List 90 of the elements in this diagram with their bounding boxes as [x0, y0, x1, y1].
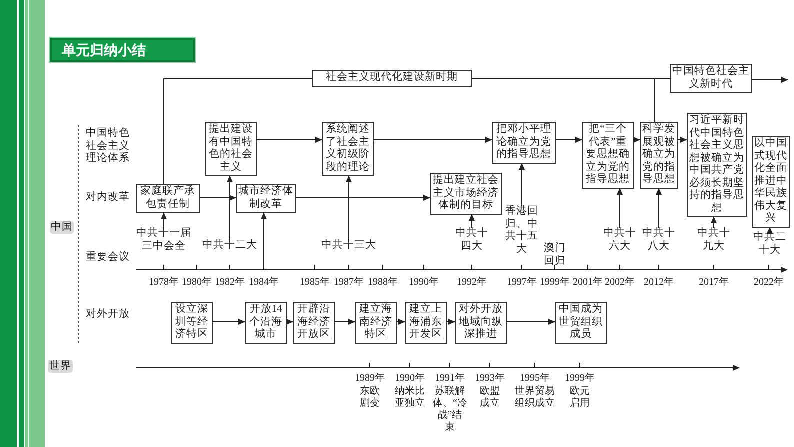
meeting-label: 中共十一届三中会全 [132, 228, 196, 253]
event-box: 建立上海浦东开发区 [405, 302, 447, 344]
year-label: 1990年 [394, 373, 426, 385]
year-label: 2017年 [698, 277, 730, 289]
event-box: 科学发展观被确立为党的指导思想 [640, 122, 678, 188]
event-box: 把“三个代表”重要思想确立为党的指导思想 [582, 122, 634, 188]
row-label: 中国特色社会主义理论体系 [86, 128, 131, 166]
arrow [346, 176, 352, 240]
arrow [256, 136, 322, 144]
meeting-label: 中共十九大 [695, 228, 733, 253]
event-box: 建立海南经济特区 [355, 302, 397, 344]
row-label: 对外开放 [86, 309, 131, 322]
meeting-label: 中共十六大 [601, 228, 639, 253]
event-box: 以中国式现代化全面推进中华民族伟大复兴 [752, 136, 790, 228]
arrow [506, 318, 556, 326]
arrow [468, 214, 476, 228]
arrow [226, 176, 234, 240]
event-label: 欧元启用 [569, 386, 591, 410]
section-tag: 中国 [50, 221, 74, 234]
event-label: 苏联解体、“冷战”结束 [433, 386, 467, 434]
connector-line [654, 78, 670, 122]
year-label: 1999年 [564, 373, 596, 385]
arrow [296, 194, 430, 202]
event-label: 欧盟成立 [479, 386, 501, 410]
year-label: 1992年 [456, 277, 488, 289]
year-label: 2001年 [572, 277, 604, 289]
arrow [200, 194, 236, 202]
year-label: 1982年 [214, 277, 246, 289]
row-label: 重要会议 [86, 252, 131, 264]
year-label: 1984年 [248, 277, 280, 289]
year-label: 1980年 [181, 277, 213, 289]
year-label: 1990年 [408, 277, 440, 289]
meeting-label: 中共十四大 [453, 228, 491, 253]
event-box: 社会主义现代化建设新时期 [312, 70, 472, 86]
section-tag: 世界 [48, 360, 73, 372]
year-label: 1978年 [148, 277, 180, 289]
meeting-label: 中共十八大 [640, 228, 678, 253]
event-box: 提出建立社会主义市场经济体制的目标 [430, 173, 502, 214]
year-label: 1999年 [539, 277, 571, 289]
arrow [678, 136, 688, 144]
year-label: 1985年 [299, 277, 331, 289]
arrow [616, 188, 624, 228]
event-box: 提出建设有中国特色的社会主义 [205, 122, 257, 176]
event-label: 世界贸易组织成立 [514, 386, 556, 410]
arrow [160, 212, 168, 228]
arrow [556, 136, 582, 144]
arrow [286, 318, 294, 326]
arrow [374, 136, 492, 144]
arrow [710, 216, 718, 228]
arrow [656, 188, 662, 228]
event-box: 系统阐述了社会主义初级阶段的理论 [322, 122, 374, 176]
arrow [633, 136, 640, 144]
arrow [518, 163, 526, 206]
arrow [212, 318, 246, 326]
timeline-axis [136, 265, 788, 271]
arrow [752, 76, 788, 84]
event-box: 中国成为世贸组织成员 [555, 302, 607, 344]
event-box: 中国特色社会主义新时代 [670, 64, 752, 93]
year-label: 2012年 [643, 277, 675, 289]
year-label: 1993年 [474, 373, 506, 385]
year-label: 2022年 [753, 277, 785, 289]
event-box: 家庭联产承包责任制 [136, 184, 200, 213]
arrow [260, 212, 268, 266]
arrow [334, 318, 356, 326]
year-label: 1997年 [506, 277, 538, 289]
meeting-label: 香港回归、中共十五大 [503, 206, 541, 256]
meeting-label: 中共十二大 [198, 240, 262, 252]
year-label: 2002年 [604, 277, 636, 289]
event-box: 对外开放地域向纵深推进 [455, 302, 507, 344]
event-box: 城市经济体制改革 [236, 184, 296, 213]
event-label: 东欧剧变 [359, 386, 381, 410]
event-box: 把邓小平理论确立为党的指导思想 [492, 122, 556, 164]
row-label: 对内改革 [86, 192, 131, 204]
event-label: 澳门回归 [543, 243, 567, 268]
year-label: 1989年 [354, 373, 386, 385]
year-label: 1988年 [367, 277, 399, 289]
meeting-label: 中共十三大 [317, 240, 381, 252]
year-label: 1995年 [519, 373, 551, 385]
event-box: 习近平新时代中国特色社会主义思想被确立为中国共产党必须长期坚持的指导思想 [687, 113, 747, 217]
event-box: 设立深圳等经济特区 [171, 302, 213, 344]
event-label: 纳米比亚独立 [394, 386, 426, 410]
connector-line [164, 78, 312, 184]
year-label: 1987年 [333, 277, 365, 289]
arrow [766, 227, 774, 234]
event-box: 开放14个沿海城市 [245, 302, 287, 344]
arrow [446, 318, 456, 326]
event-box: 开辟沿海经济开放区 [293, 302, 335, 344]
year-label: 1991年 [434, 373, 466, 385]
section-title: 单元归纳小结 [50, 38, 195, 62]
arrow [396, 318, 406, 326]
